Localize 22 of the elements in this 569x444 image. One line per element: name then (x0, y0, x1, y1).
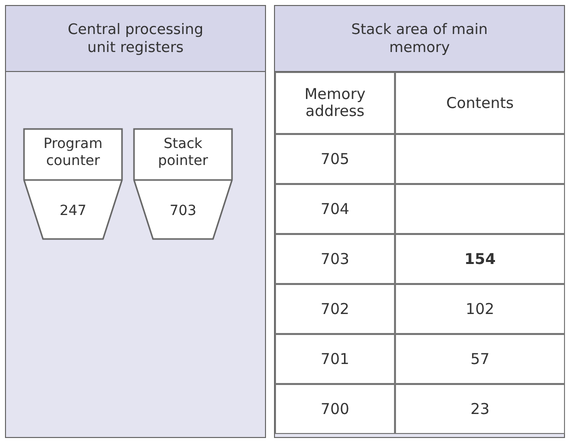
register-box (133, 128, 233, 240)
register-value: 703 (168, 203, 198, 220)
register-name: Stack pointer (156, 136, 210, 170)
memory-address: 701 (275, 334, 395, 384)
memory-address: 705 (275, 134, 395, 184)
panel-heading: Stack area of main memory (275, 6, 564, 72)
memory-contents: 57 (395, 334, 565, 384)
register-name: Program counter (42, 136, 104, 170)
memory-contents: 154 (395, 234, 565, 284)
memory-contents: 102 (395, 284, 565, 334)
register-box (23, 128, 123, 240)
panel (274, 5, 565, 438)
panel-heading: Central processing unit registers (6, 6, 265, 72)
memory-address: 703 (275, 234, 395, 284)
panel (5, 5, 266, 438)
column-header: Contents (395, 72, 565, 134)
memory-address: 704 (275, 184, 395, 234)
column-header: Memory address (275, 72, 395, 134)
register-value: 247 (58, 203, 88, 220)
memory-address: 700 (275, 384, 395, 434)
memory-address: 702 (275, 284, 395, 334)
memory-contents: 23 (395, 384, 565, 434)
